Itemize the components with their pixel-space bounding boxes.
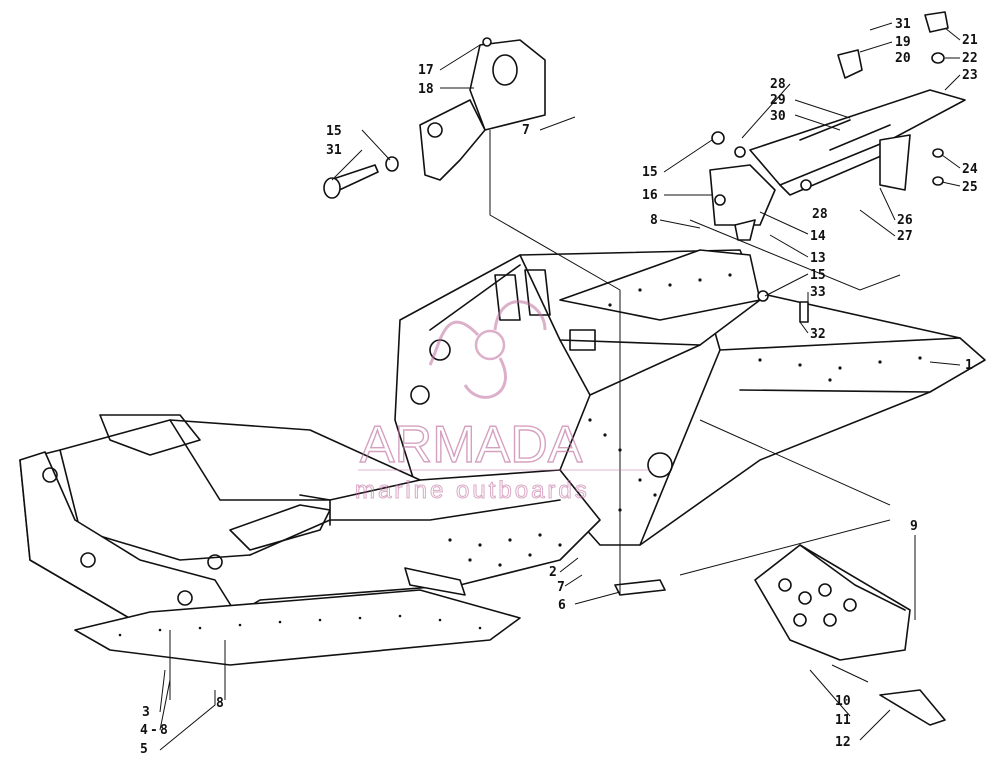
skid-plate: [754, 535, 946, 726]
callout-27: 27: [897, 229, 913, 244]
callout-20: 20: [895, 51, 911, 66]
callout-32: 32: [810, 327, 826, 342]
callout-4: 4: [140, 723, 148, 738]
callout-10: 10: [835, 694, 851, 709]
callout-28-top: 28: [770, 77, 786, 92]
main-frame: [19, 249, 986, 633]
callout-3: 3: [142, 705, 150, 720]
callout-1: 1: [965, 358, 973, 373]
callout-30: 30: [770, 109, 786, 124]
watermark-tagline: marine outboards: [355, 477, 590, 504]
callout-23: 23: [962, 68, 978, 83]
callout-26: 26: [897, 213, 913, 228]
belly-pan: [74, 589, 521, 666]
console-assembly: [709, 11, 966, 323]
callout-14: 14: [810, 229, 826, 244]
callout-9: 9: [910, 519, 918, 534]
callout-25: 25: [962, 180, 978, 195]
callout-17: 17: [418, 63, 434, 78]
callout-16: 16: [642, 188, 658, 203]
callout-8-lower: 8: [160, 723, 168, 738]
watermark-brand: ARMADA: [360, 416, 583, 474]
callout-24: 24: [962, 162, 978, 177]
mount-bracket: [614, 579, 666, 596]
callout-31-left: 31: [326, 143, 342, 158]
callout-15-left: 15: [326, 124, 342, 139]
callout-numbers: 1 2 3 4 - 8 5 8 6 7 7 8 9 10 11 12 13 14…: [140, 17, 978, 757]
callout-22: 22: [962, 51, 978, 66]
callout-8-upper: 8: [650, 213, 658, 228]
callout-leaders: [159, 22, 961, 751]
callout-13: 13: [810, 251, 826, 266]
callout-15-lower: 15: [810, 268, 826, 283]
callout-29: 29: [770, 93, 786, 108]
callout-19: 19: [895, 35, 911, 50]
callout-5: 5: [140, 742, 148, 757]
propeller-logo-icon: [428, 300, 547, 399]
callout-12: 12: [835, 735, 851, 750]
callout-8-belly: 8: [216, 696, 224, 711]
callout-21: 21: [962, 33, 978, 48]
callout-15-right: 15: [642, 165, 658, 180]
callout-18: 18: [418, 82, 434, 97]
callout-7-upper: 7: [522, 123, 530, 138]
callout-4-dash: -: [150, 723, 158, 738]
callout-31-top: 31: [895, 17, 911, 32]
callout-6: 6: [558, 598, 566, 613]
callout-7-lower: 7: [557, 580, 565, 595]
watermark: ARMADA marine outboards: [355, 300, 650, 505]
guide-lines: [169, 130, 901, 700]
callout-28-mid: 28: [812, 207, 828, 222]
callout-33: 33: [810, 285, 826, 300]
callout-11: 11: [835, 713, 851, 728]
steering-support-bracket: [323, 37, 546, 199]
callout-2: 2: [549, 565, 557, 580]
